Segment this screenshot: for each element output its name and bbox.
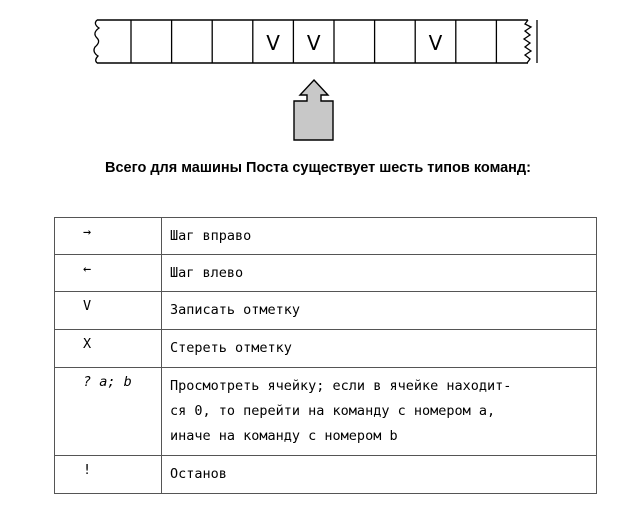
table-row: ! Останов	[54, 455, 597, 494]
command-symbol: ←	[83, 261, 92, 277]
table-row: ← Шаг влево	[54, 254, 597, 292]
command-symbol: V	[83, 298, 92, 314]
commands-table: → Шаг вправо ← Шаг влево V Записать отме…	[54, 217, 597, 494]
command-description: Останов	[170, 466, 227, 482]
table-row: ? a; b Просмотреть ячейку; если в ячейке…	[54, 367, 597, 456]
command-symbol: ? a; b	[83, 374, 132, 390]
reading-head-arrow	[293, 78, 334, 141]
command-symbol: X	[83, 336, 92, 352]
command-symbol-cell: ←	[54, 254, 162, 292]
command-description: Стереть отметку	[170, 340, 292, 356]
command-description-cell: Останов	[161, 455, 597, 494]
tape-cell-mark: V	[307, 31, 321, 55]
table-row: → Шаг вправо	[54, 217, 597, 255]
command-symbol-cell: !	[54, 455, 162, 494]
command-symbol-cell: V	[54, 291, 162, 330]
table-row: X Стереть отметку	[54, 329, 597, 368]
command-description-cell: Стереть отметку	[161, 329, 597, 368]
command-symbol: !	[83, 462, 92, 478]
command-description-cell: Просмотреть ячейку; если в ячейке находи…	[161, 367, 597, 456]
command-description: Шаг вправо	[170, 228, 252, 244]
command-description-line: иначе на команду с номером b	[170, 428, 398, 444]
command-symbol-cell: X	[54, 329, 162, 368]
command-description-cell: Шаг влево	[161, 254, 597, 292]
tape-cell-mark: V	[266, 31, 280, 55]
command-symbol-cell: →	[54, 217, 162, 255]
command-description: Записать отметку	[170, 302, 301, 318]
command-description-line: ся 0, то перейти на команду с номером a,	[170, 403, 496, 419]
command-description-cell: Шаг вправо	[161, 217, 597, 255]
command-description-cell: Записать отметку	[161, 291, 597, 330]
commands-heading: Всего для машины Поста существует шесть …	[105, 160, 531, 176]
table-row: V Записать отметку	[54, 291, 597, 330]
command-symbol-cell: ? a; b	[54, 367, 162, 456]
tape-cell-mark: V	[429, 31, 443, 55]
tape-right-torn-edge	[522, 19, 533, 64]
tape-left-torn-edge	[93, 19, 101, 64]
command-description-line: Просмотреть ячейку; если в ячейке находи…	[170, 378, 512, 394]
command-symbol: →	[83, 224, 92, 240]
command-description: Шаг влево	[170, 265, 244, 281]
